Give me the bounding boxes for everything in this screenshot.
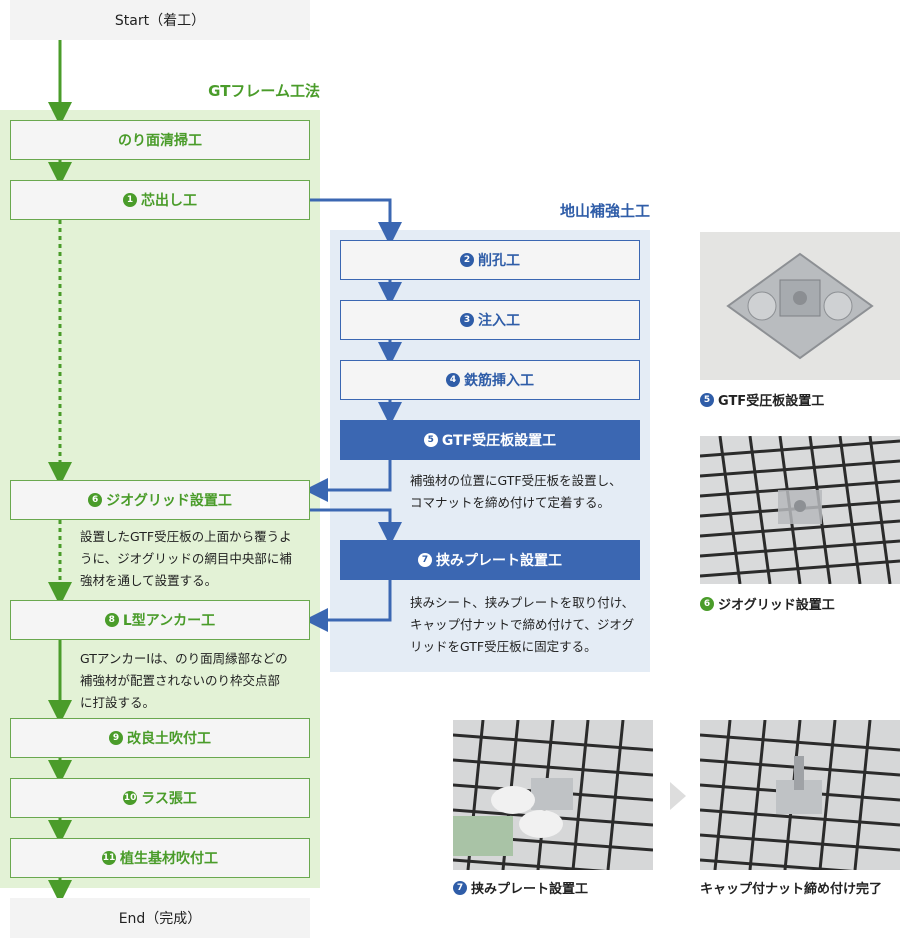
photo-caption-gtf: 5 GTF受圧板設置工 xyxy=(700,390,824,409)
step-number-badge: 5 xyxy=(423,433,438,447)
step-number-badge: 7 xyxy=(418,553,432,567)
end-node: End（完成） xyxy=(10,898,310,938)
step-centering: 1 芯出し工 xyxy=(10,180,310,220)
plate-description: 挟みシート、挟みプレートを取り付け、 キャップ付ナットで締め付けて、ジオグ リッ… xyxy=(410,595,635,654)
step-label: ラス張工 xyxy=(141,791,197,807)
step-number-badge: 9 xyxy=(109,731,123,745)
step-gtf-plate: 5 GTF受圧板設置工 xyxy=(340,420,640,460)
photo-clamp-plate xyxy=(453,720,653,870)
step-label: L型アンカー工 xyxy=(122,613,216,629)
step-geogrid: 6 ジオグリッド設置工 xyxy=(10,480,310,520)
step-label: 削孔工 xyxy=(478,253,520,269)
photo-geogrid xyxy=(700,436,900,584)
step-number-badge: 10 xyxy=(123,791,138,805)
step-number-badge: 6 xyxy=(88,493,103,507)
step-number-badge: 2 xyxy=(460,253,474,267)
step-label: 注入工 xyxy=(478,313,520,329)
gt-frame-title: GTフレーム工法 xyxy=(208,82,320,100)
step-clamp-plate: 7 挟みプレート設置工 xyxy=(340,540,640,580)
step-number-badge: 4 xyxy=(446,373,460,387)
step-number-badge: 3 xyxy=(460,313,474,327)
caption-number-badge: 7 xyxy=(453,880,467,895)
step-soil-spray: 9 改良土吹付工 xyxy=(10,718,310,758)
photo-caption-geogrid: 6 ジオグリッド設置工 xyxy=(700,594,835,613)
step-rebar-insertion: 4 鉄筋挿入工 xyxy=(340,360,640,400)
caption-number-badge: 6 xyxy=(700,596,714,611)
step-label: 植生基材吹付工 xyxy=(120,851,218,867)
gtf-description: 補強材の位置にGTF受圧板を設置し、 コマナットを締め付けて定着する。 xyxy=(410,473,622,510)
step-number-badge: 8 xyxy=(104,613,119,627)
step-slope-cleaning: のり面清掃工 xyxy=(10,120,310,160)
step-label: ジオグリッド設置工 xyxy=(106,493,232,509)
anchor-description: GTアンカーⅠは、のり面周縁部などの 補強材が配置されないのり枠交点部 に打設す… xyxy=(80,651,288,710)
step-grouting: 3 注入工 xyxy=(340,300,640,340)
step-label: 芯出し工 xyxy=(141,193,197,209)
photo-caption-clamp: 7 挟みプレート設置工 xyxy=(453,878,588,897)
photo-cap-nut xyxy=(700,720,900,870)
photo-gtf-plate xyxy=(700,232,900,380)
step-vegetation-spray: 11 植生基材吹付工 xyxy=(10,838,310,878)
step-lath: 10 ラス張工 xyxy=(10,778,310,818)
step-drilling: 2 削孔工 xyxy=(340,240,640,280)
step-label: 挟みプレート設置工 xyxy=(436,553,562,569)
step-label: 改良土吹付工 xyxy=(127,731,211,747)
step-number-badge: 11 xyxy=(102,851,116,865)
step-label: 鉄筋挿入工 xyxy=(464,373,534,389)
caption-number-badge: 5 xyxy=(700,392,714,407)
photo-caption-cap-nut: キャップ付ナット締め付け完了 xyxy=(700,882,883,897)
reinforce-title: 地山補強土工 xyxy=(559,202,650,220)
geogrid-description: 設置したGTF受圧板の上面から覆うよ うに、ジオグリッドの網目中央部に補 強材を… xyxy=(80,529,292,588)
step-label: のり面清掃工 xyxy=(118,133,202,149)
step-number-badge: 1 xyxy=(123,193,137,207)
start-node: Start（着工） xyxy=(10,0,310,40)
step-l-anchor: 8 L型アンカー工 xyxy=(10,600,310,640)
step-label: GTF受圧板設置工 xyxy=(441,433,557,449)
